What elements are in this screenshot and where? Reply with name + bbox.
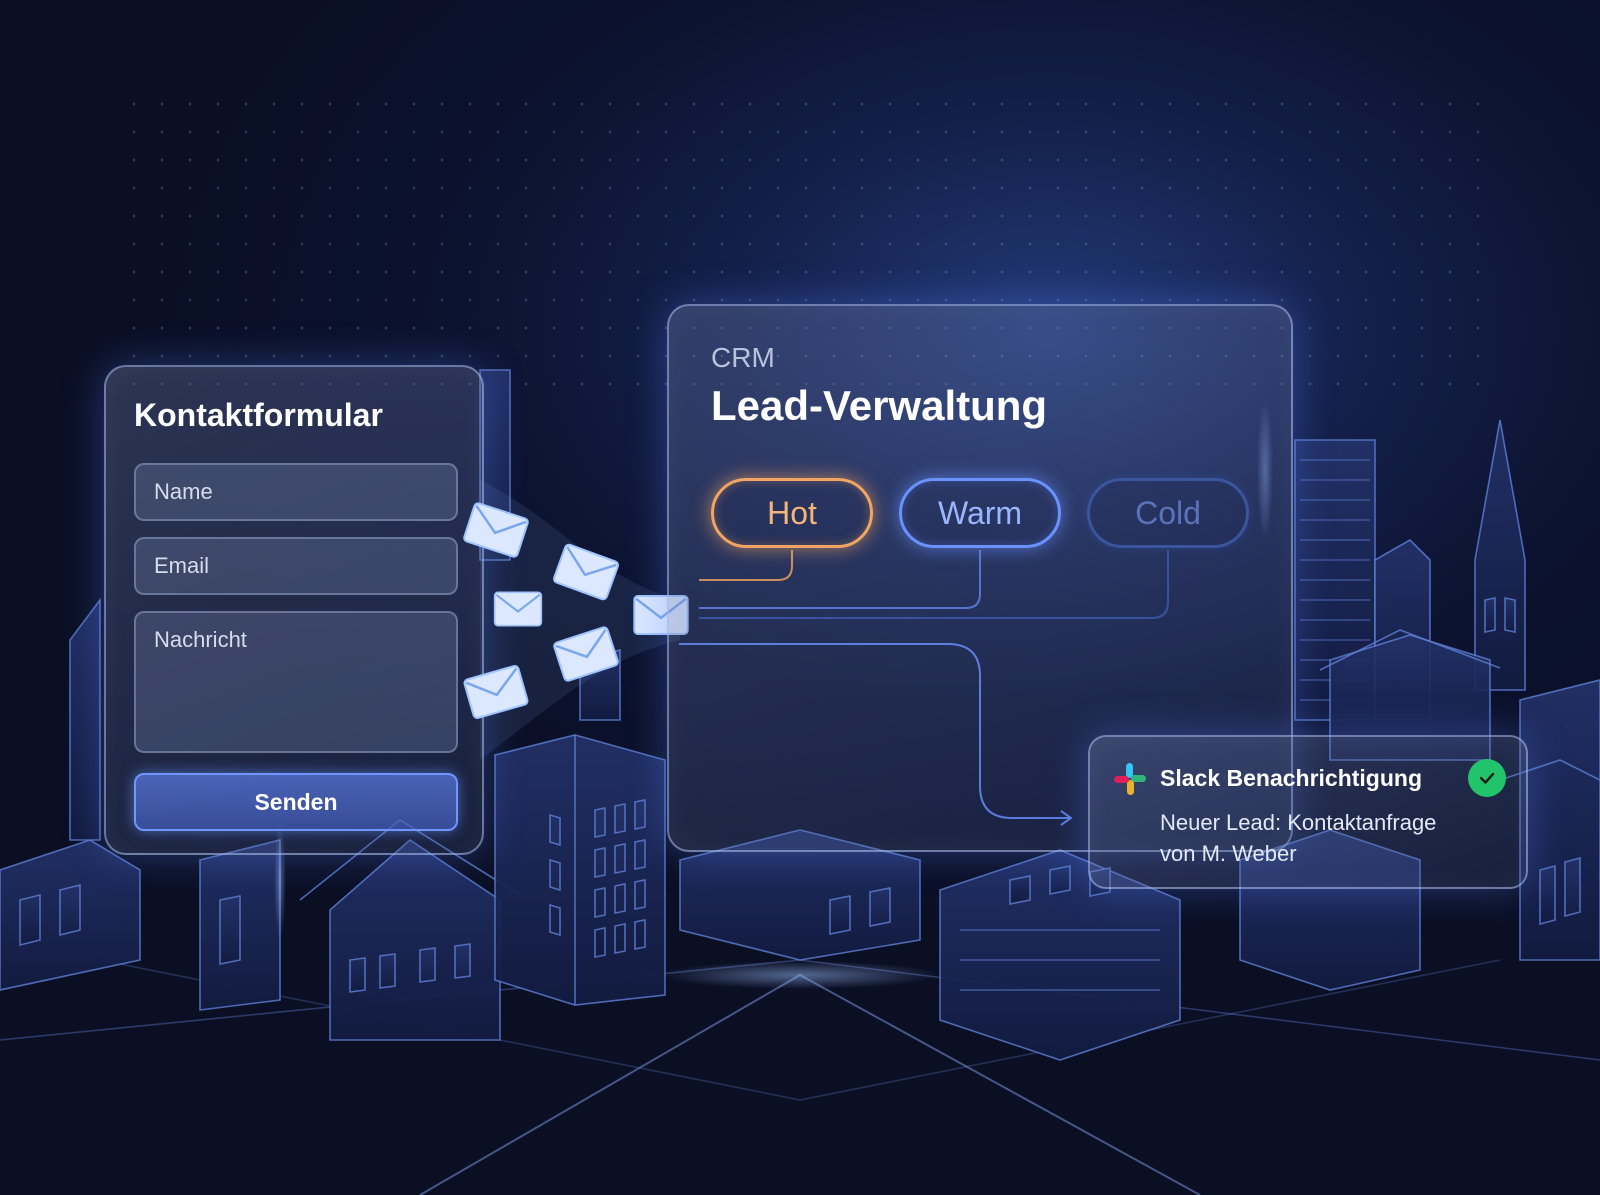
stage-pill-warm[interactable]: Warm — [899, 478, 1061, 548]
envelope-icon — [463, 502, 529, 558]
pipeline-connectors — [679, 550, 1169, 826]
name-input[interactable] — [134, 463, 458, 521]
slack-message-line: Neuer Lead: Kontaktanfrage — [1160, 810, 1437, 835]
crm-panel: CRM Lead-Verwaltung Hot Warm Cold — [667, 304, 1293, 852]
send-button[interactable]: Senden — [134, 773, 458, 831]
slack-message-line: von M. Weber — [1160, 841, 1297, 866]
stage-pill-cold[interactable]: Cold — [1087, 478, 1249, 548]
email-input[interactable] — [134, 537, 458, 595]
stage-pill-hot[interactable]: Hot — [711, 478, 873, 548]
slack-notification-title: Slack Benachrichtigung — [1160, 765, 1423, 791]
envelope-icon — [463, 665, 529, 719]
envelope-icon — [552, 543, 620, 601]
slack-logo-icon — [1114, 763, 1146, 795]
dot-grid-background — [120, 90, 1480, 390]
crm-title: Lead-Verwaltung — [711, 382, 1048, 429]
envelope-icon — [493, 591, 543, 627]
crm-label: CRM — [711, 342, 775, 373]
contact-form-panel: Kontaktformular Senden — [104, 365, 484, 855]
envelope-icon — [633, 594, 689, 636]
slack-notification[interactable]: Slack Benachrichtigung Neuer Lead: Konta… — [1088, 735, 1528, 889]
contact-form-title: Kontaktformular — [134, 397, 383, 433]
check-icon — [1468, 759, 1506, 797]
envelope-icon — [553, 626, 619, 682]
message-textarea[interactable] — [134, 611, 458, 753]
slack-notification-message: Neuer Lead: Kontaktanfrage von M. Weber — [1160, 807, 1500, 869]
